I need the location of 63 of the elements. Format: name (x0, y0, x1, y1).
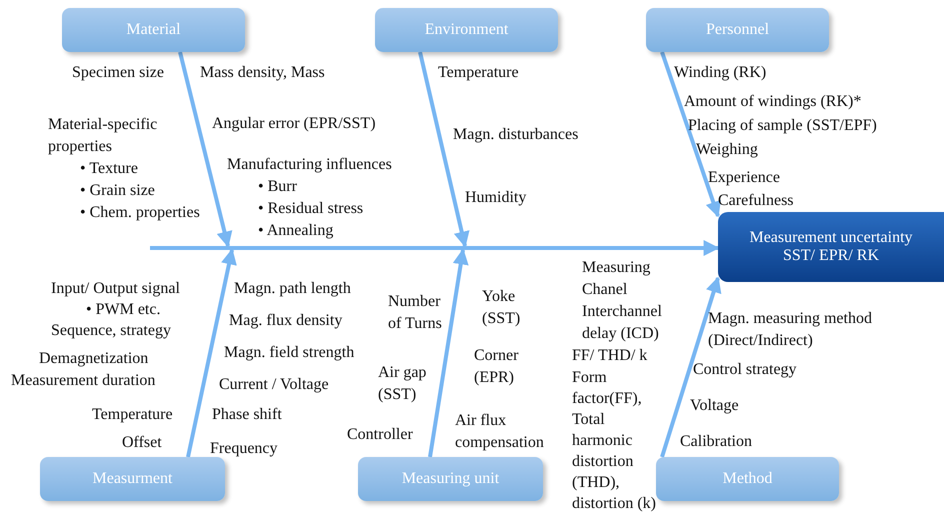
cause-text: Offset (122, 433, 162, 453)
cause-text: Temperature (92, 405, 173, 425)
cause-text: Form factor(FF), Total harmonic distortion (THD), distortion (k) (572, 368, 657, 514)
cause-text: Carefulness (718, 191, 794, 211)
cause-text: Demagnetization (39, 349, 148, 369)
cause-text: • Texture (80, 159, 139, 179)
cause-text: Measuring Chanel (582, 258, 652, 300)
effect-title: Measurement uncertainty (749, 229, 913, 247)
cause-text: Angular error (EPR/SST) (212, 114, 376, 134)
category-box: Material (62, 8, 245, 52)
cause-text: Air gap (SST) (378, 363, 428, 405)
effect-subtitle: SST/ EPR/ RK (782, 247, 880, 265)
cause-text: • Annealing (258, 221, 334, 241)
cause-text: • Burr (258, 177, 297, 197)
category-box: Measurment (40, 457, 225, 501)
cause-text: Humidity (465, 188, 526, 208)
cause-text: • Residual stress (258, 199, 364, 219)
cause-text: Winding (RK) (674, 63, 766, 83)
cause-text: Calibration (680, 432, 752, 452)
cause-text: Manufacturing influences (227, 155, 392, 175)
cause-text: Magn. disturbances (453, 125, 578, 145)
cause-text: Voltage (690, 396, 739, 416)
cause-text: Interchannel delay (ICD) (582, 302, 663, 344)
category-box: Environment (375, 8, 558, 52)
cause-text: Temperature (438, 63, 519, 83)
cause-text: Mass density, Mass (200, 63, 325, 83)
cause-text: Current / Voltage (219, 375, 329, 395)
cause-text: Input/ Output signal (51, 279, 180, 299)
cause-text: Phase shift (212, 405, 282, 425)
cause-text: Number of Turns (388, 292, 443, 334)
cause-text: Frequency (210, 439, 278, 459)
cause-text: Controller (347, 425, 413, 445)
cause-text: Magn. field strength (224, 343, 354, 363)
category-box: Measuring unit (358, 457, 543, 501)
bone-arrow (186, 248, 237, 458)
bone-arrow (418, 52, 470, 248)
cause-text: Magn. measuring method (Direct/Indirect) (708, 309, 873, 351)
cause-text: Specimen size (72, 63, 164, 83)
cause-text: Mag. flux density (229, 311, 342, 331)
category-box: Personnel (646, 8, 829, 52)
cause-text: • PWM etc. (86, 300, 160, 320)
cause-text: Air flux compensation (455, 411, 545, 453)
cause-text: FF/ THD/ k (572, 346, 648, 366)
cause-text: Control strategy (693, 360, 797, 380)
spine-arrow (150, 240, 720, 256)
category-box: Method (656, 457, 839, 501)
cause-text: Corner (EPR) (474, 346, 520, 388)
cause-text: Amount of windings (RK)* (684, 92, 862, 112)
effect-box (718, 212, 944, 282)
cause-text: • Chem. properties (80, 203, 201, 223)
cause-text: • Grain size (80, 181, 156, 201)
cause-text: Measurement duration (11, 371, 156, 391)
cause-text: Sequence, strategy (51, 321, 171, 341)
cause-text: Material-specific properties (48, 115, 158, 157)
bone-arrow (660, 276, 722, 458)
cause-text: Weighing (696, 140, 758, 160)
cause-text: Experience (708, 168, 780, 188)
cause-text: Yoke (SST) (482, 287, 522, 329)
bone-arrow (660, 51, 721, 218)
cause-text: Placing of sample (SST/EPF) (688, 116, 877, 136)
bone-arrow (428, 248, 469, 458)
cause-text: Magn. path length (234, 279, 351, 299)
bone-arrow (178, 52, 232, 248)
